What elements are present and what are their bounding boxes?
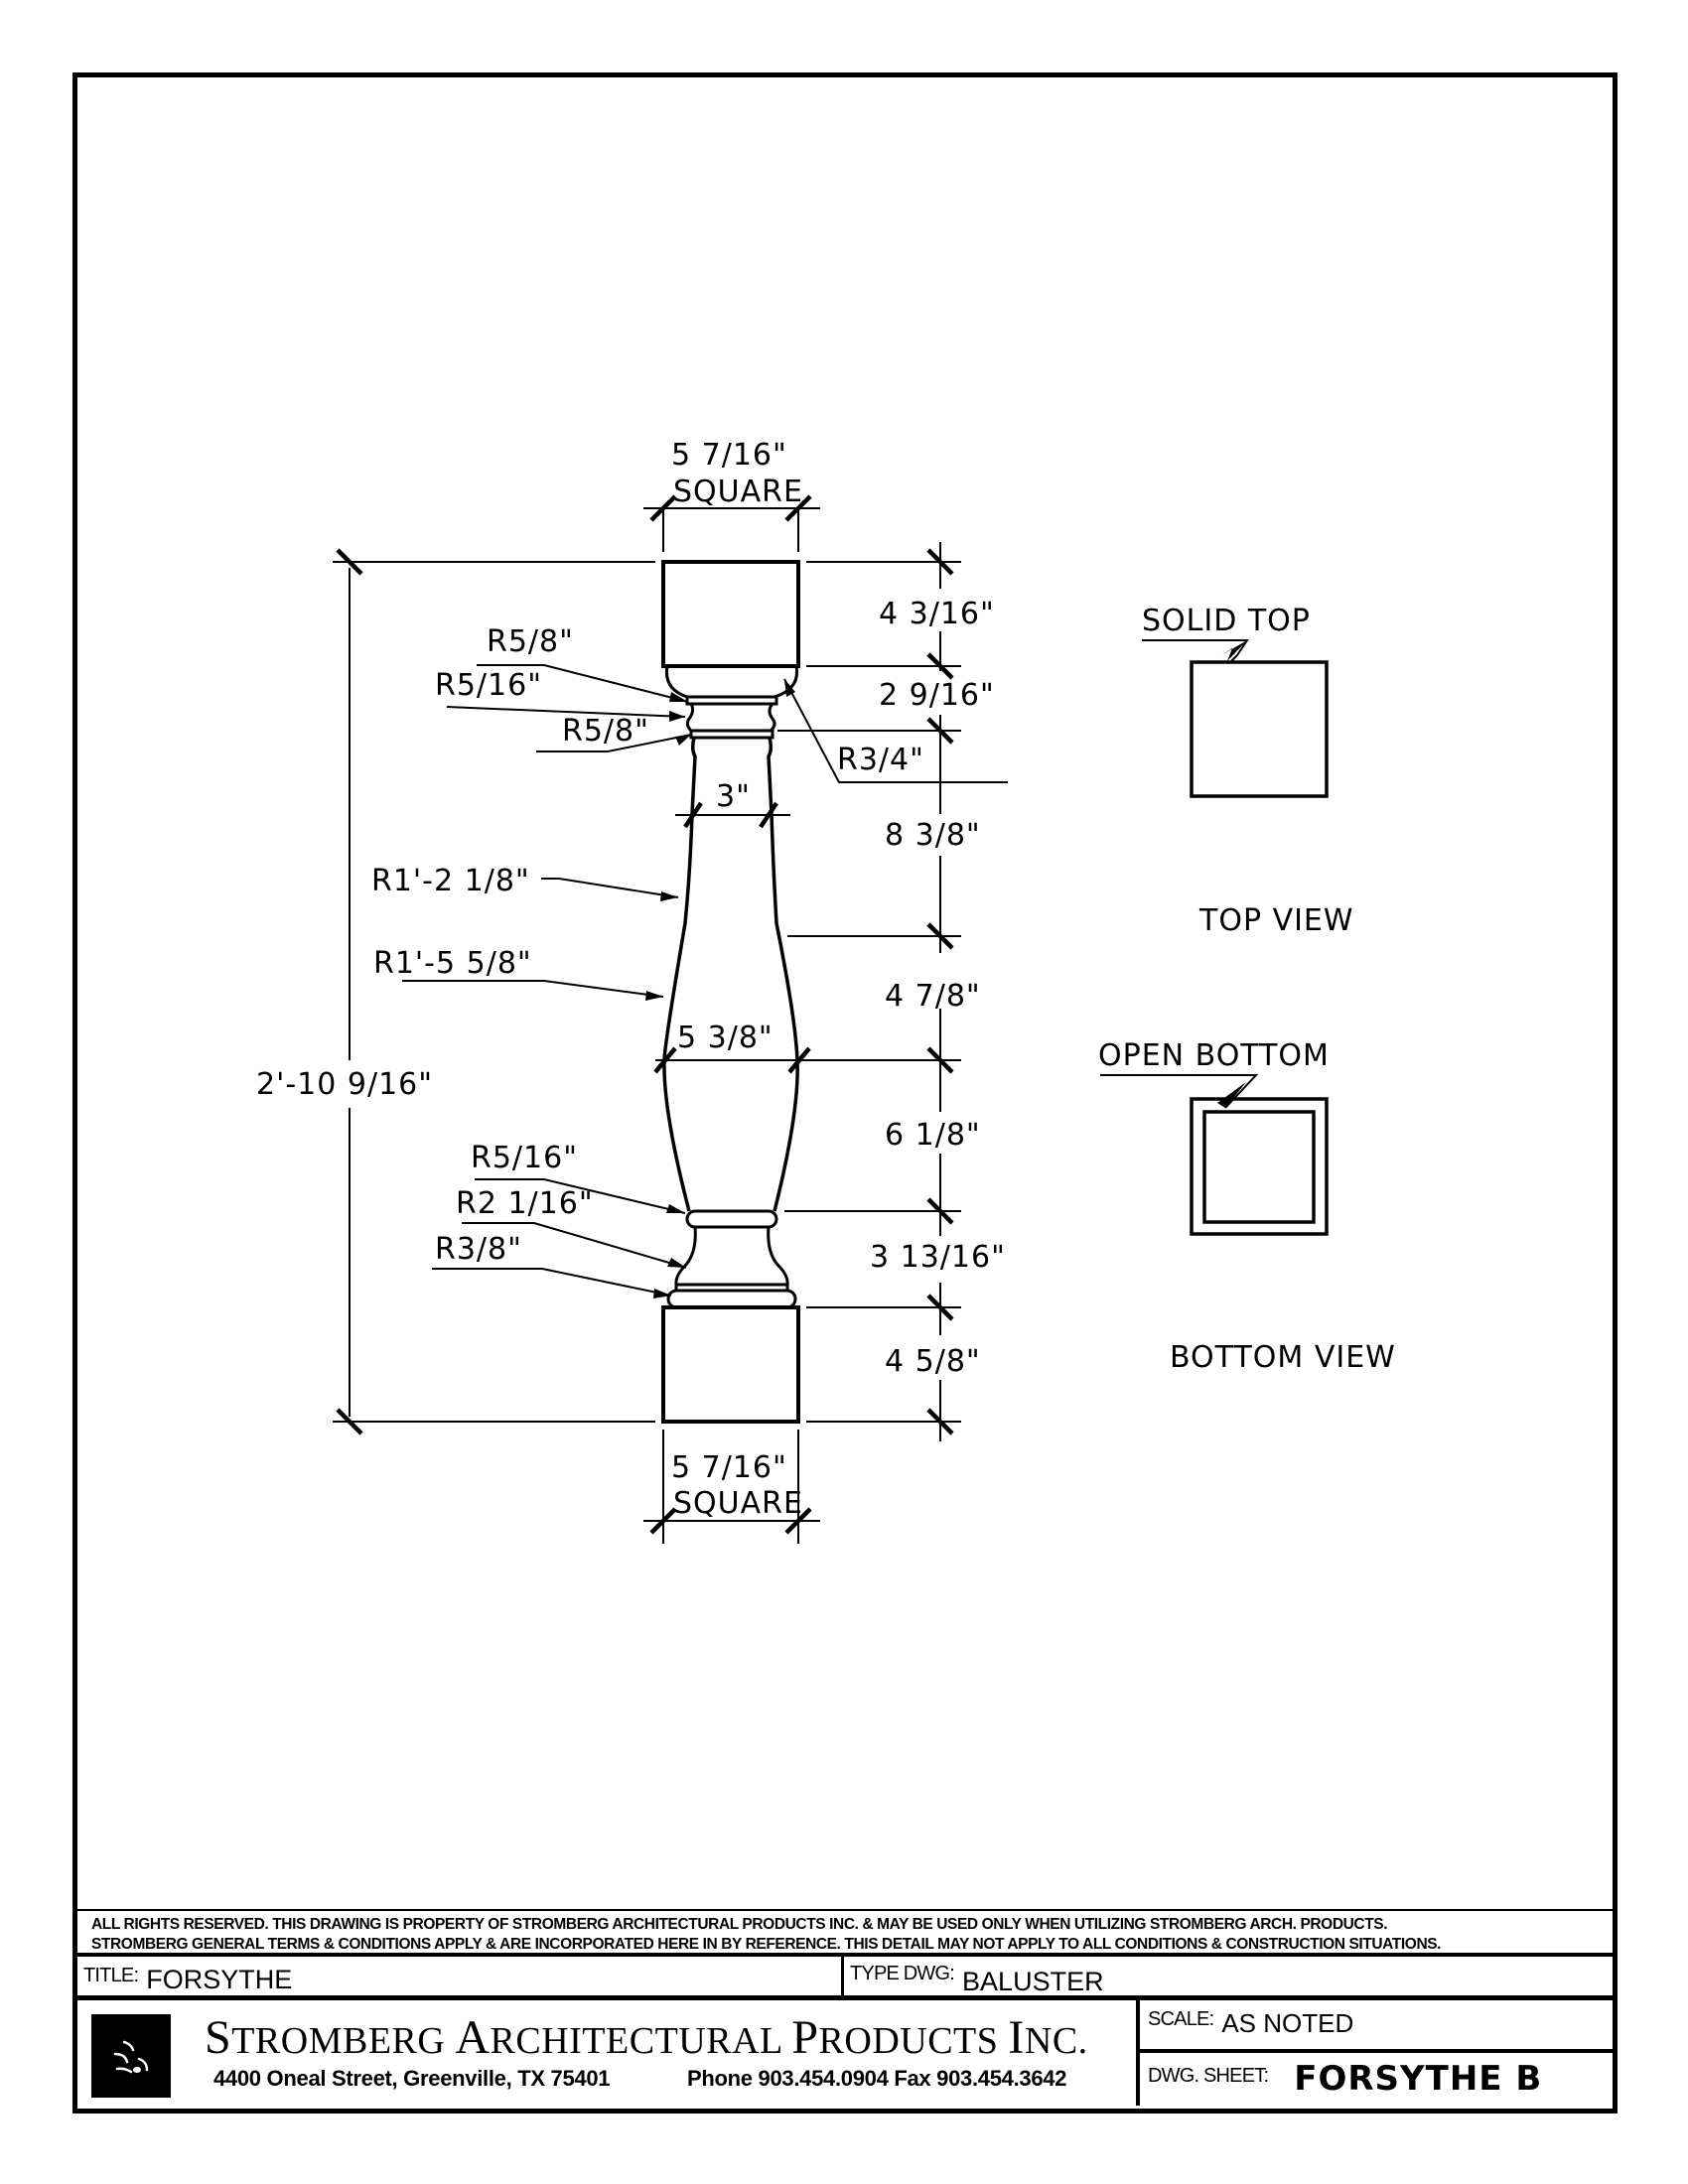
company-phone-fax: Phone 903.454.0904 Fax 903.454.3642 bbox=[687, 2066, 1067, 2091]
top-lower-fillet bbox=[689, 729, 774, 740]
title-label: TITLE: bbox=[83, 1965, 139, 1986]
drawing-border bbox=[72, 72, 1618, 2114]
dim-segment-2: 2 9/16" bbox=[879, 678, 995, 713]
disclaimer: ALL RIGHTS RESERVED. THIS DRAWING IS PRO… bbox=[77, 1909, 1613, 1957]
company-cell: STROMBERG ARCHITECTURAL PRODUCTS INC. 44… bbox=[77, 2000, 1140, 2106]
radius-bottom-cove: R2 1/16" bbox=[456, 1186, 594, 1221]
title-value: FORSYTHE bbox=[146, 1965, 293, 1994]
dim-neck-width: 3" bbox=[716, 779, 751, 814]
bottom-torus bbox=[666, 1289, 797, 1309]
dim-segment-7: 4 5/8" bbox=[885, 1344, 981, 1379]
radius-top-bead-upper: R5/8" bbox=[487, 624, 574, 659]
sheet-value: FORSYTHE B bbox=[1294, 2059, 1543, 2099]
bottom-view-inner-square bbox=[1202, 1110, 1316, 1224]
bottom-bead bbox=[685, 1209, 778, 1229]
radius-bottom-torus: R3/8" bbox=[435, 1232, 522, 1267]
radius-neck-curve: R1'-2 1/8" bbox=[371, 864, 530, 898]
bottom-cove bbox=[674, 1226, 789, 1287]
top-view-callout: SOLID TOP bbox=[1142, 604, 1311, 638]
radius-top-bead: R5/16" bbox=[435, 668, 542, 703]
dim-overall-height: 2'-10 9/16" bbox=[256, 1067, 433, 1102]
radius-top-bead-lower: R5/8" bbox=[562, 714, 649, 749]
top-cove bbox=[664, 665, 799, 699]
company-name: STROMBERG ARCHITECTURAL PRODUCTS INC. bbox=[205, 2011, 1088, 2064]
radius-bottom-bead: R5/16" bbox=[471, 1141, 578, 1175]
top-bead bbox=[685, 703, 776, 733]
title-cell: TITLE: FORSYTHE bbox=[77, 1957, 844, 2000]
top-block bbox=[661, 560, 800, 668]
company-logo-icon bbox=[91, 2014, 171, 2098]
scale-label: SCALE: bbox=[1148, 2008, 1214, 2030]
sheet-label: DWG. SHEET: bbox=[1148, 2065, 1269, 2087]
disclaimer-line-2: STROMBERG GENERAL TERMS & CONDITIONS APP… bbox=[91, 1936, 1442, 1953]
top-view-caption: TOP VIEW bbox=[1198, 903, 1354, 938]
bottom-view-callout: OPEN BOTTOM bbox=[1098, 1038, 1330, 1073]
dim-bottom-width: 5 7/16" bbox=[671, 1450, 787, 1485]
dim-segment-3: 8 3/8" bbox=[885, 818, 981, 853]
dim-segment-5: 6 1/8" bbox=[885, 1118, 981, 1153]
dim-belly-width: 5 3/8" bbox=[677, 1021, 774, 1055]
scale-value: AS NOTED bbox=[1221, 2008, 1354, 2038]
shaft-left bbox=[662, 737, 697, 1212]
type-dwg-cell: TYPE DWG: BALUSTER bbox=[844, 1957, 1613, 2000]
disclaimer-line-1: ALL RIGHTS RESERVED. THIS DRAWING IS PRO… bbox=[91, 1916, 1388, 1933]
dim-bottom-width-note: SQUARE bbox=[673, 1486, 803, 1521]
company-address: 4400 Oneal Street, Greenville, TX 75401 bbox=[213, 2066, 611, 2091]
dwg-sheet-cell: DWG. SHEET: FORSYTHE B bbox=[1140, 2053, 1613, 2106]
shaft-right bbox=[767, 737, 799, 1212]
bottom-view-caption: BOTTOM VIEW bbox=[1170, 1340, 1396, 1375]
top-fillet bbox=[685, 695, 778, 706]
radius-belly-curve: R1'-5 5/8" bbox=[373, 946, 532, 981]
dim-top-width-note: SQUARE bbox=[673, 475, 803, 509]
type-dwg-label: TYPE DWG: bbox=[850, 1963, 955, 1984]
type-dwg-value: BALUSTER bbox=[962, 1967, 1104, 1996]
radius-top-cove: R3/4" bbox=[837, 743, 924, 777]
dim-segment-1: 4 3/16" bbox=[879, 597, 995, 631]
bottom-block bbox=[661, 1305, 800, 1424]
dim-segment-6: 3 13/16" bbox=[870, 1240, 1006, 1275]
scale-cell: SCALE: AS NOTED bbox=[1140, 2000, 1613, 2053]
top-view-square bbox=[1190, 660, 1329, 798]
dim-top-width: 5 7/16" bbox=[671, 438, 787, 473]
bottom-view-outer-square bbox=[1190, 1097, 1329, 1236]
dim-segment-4: 4 7/8" bbox=[885, 979, 981, 1014]
